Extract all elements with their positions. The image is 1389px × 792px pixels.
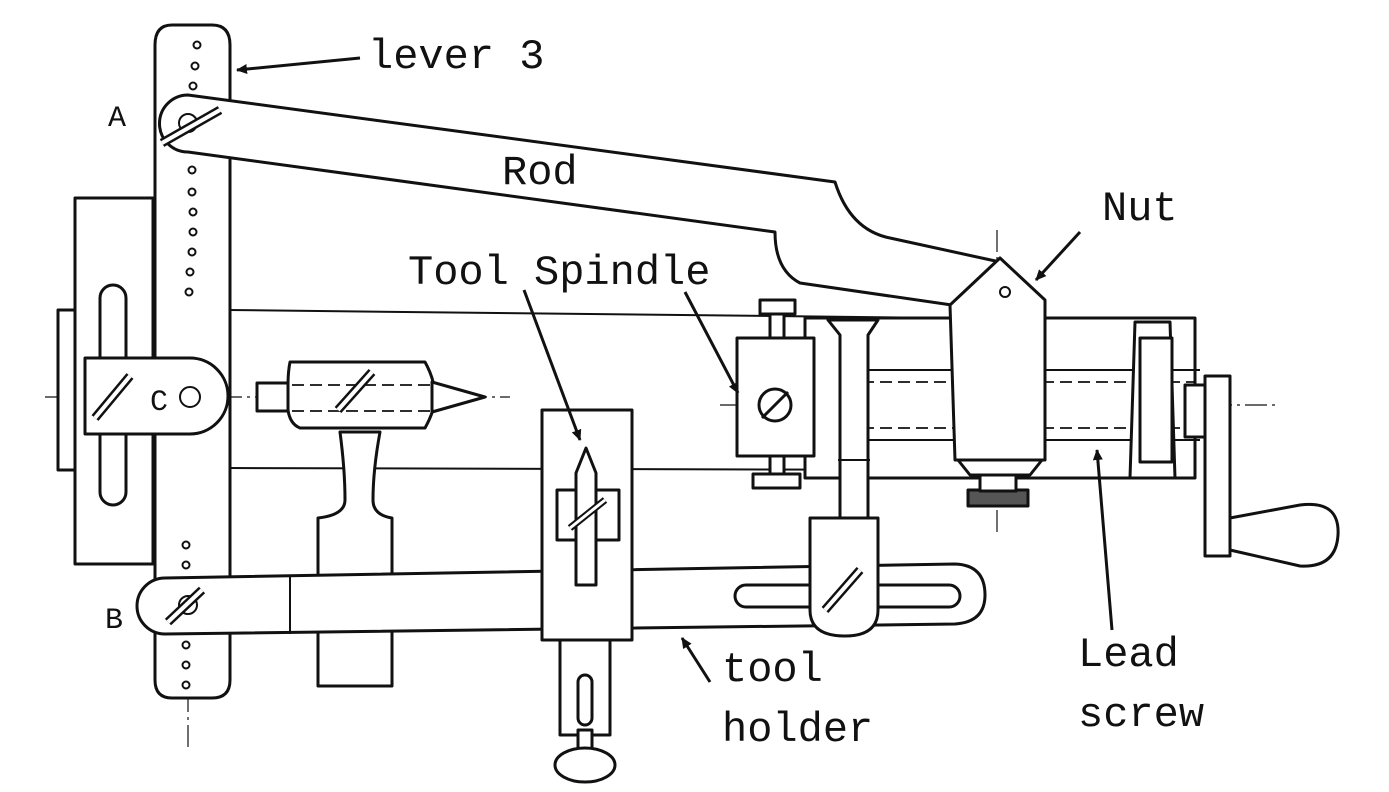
lead-screw-label-line2: screw <box>1078 691 1204 739</box>
tool-holder-label-line1: tool <box>722 646 823 694</box>
vertical-slide <box>808 318 880 638</box>
lead-screw-arrow <box>1092 449 1114 631</box>
tool-spindle-clamp <box>735 298 816 490</box>
point-a-label: A <box>108 102 126 136</box>
center-tailstock <box>255 360 487 688</box>
pivot-c-block <box>83 356 230 436</box>
tool-carriage <box>540 408 634 784</box>
tool-spindle-arrow-right <box>683 291 740 394</box>
lead-screw-label-line1: Lead <box>1078 631 1179 679</box>
tool-holder-label-line2: holder <box>722 706 873 754</box>
lever-3-arrow <box>236 56 361 75</box>
nut-label: Nut <box>1102 185 1178 233</box>
lever-3-label: lever 3 <box>368 33 544 81</box>
rod <box>158 93 1002 314</box>
point-b-label: B <box>105 604 123 638</box>
leader-arrows <box>236 56 1114 683</box>
crank-handle <box>1203 374 1340 568</box>
tool-spindle-arrow-left <box>522 289 582 441</box>
lever-holes <box>181 40 202 690</box>
tool-spindle-label: Tool Spindle <box>408 249 710 297</box>
nut-arrow <box>1034 230 1082 282</box>
rod-label: Rod <box>502 149 578 197</box>
tool-holder-arrow <box>680 637 712 683</box>
nut <box>948 256 1047 508</box>
point-c-label: C <box>150 386 168 420</box>
